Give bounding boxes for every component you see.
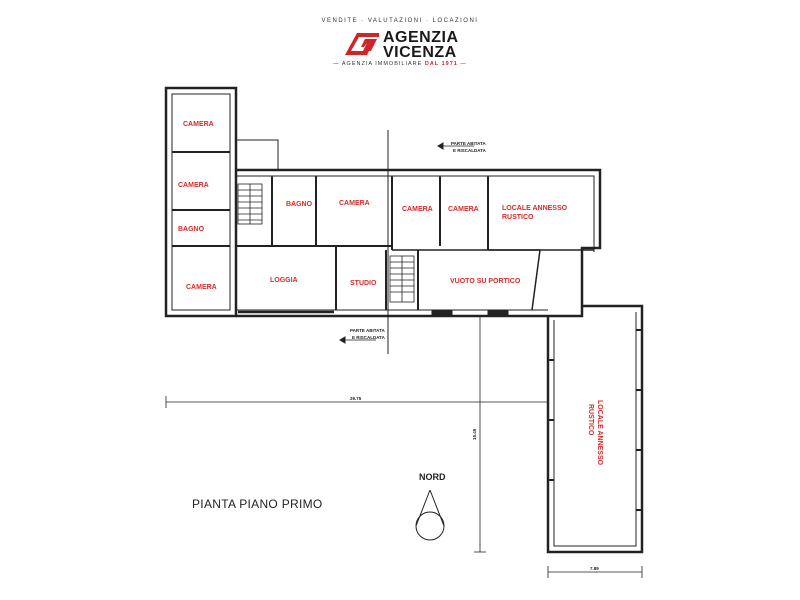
room-label-annesso-side-1: LOCALE ANNESSO [596, 400, 603, 466]
room-label-loggia: LOGGIA [270, 277, 298, 284]
logo-subline-prefix: AGENZIA IMMOBILIARE [341, 61, 423, 67]
agency-logo: VENDITE · VALUTAZIONI · LOCAZIONI AGENZI… [0, 18, 800, 78]
logo-subline-year: DAL 1971 [424, 61, 458, 67]
logo-subline: — AGENZIA IMMOBILIARE DAL 1971 — [333, 61, 467, 67]
north-arrow-icon [415, 489, 445, 541]
note-bottom-line2: E RISCALDATA [352, 335, 386, 340]
room-label-camera-4: CAMERA [339, 200, 370, 207]
dimension-bottom: 7.89 [590, 566, 599, 571]
room-label-annesso-top-1: LOCALE ANNESSO [502, 205, 568, 212]
room-label-bagno-2: BAGNO [286, 201, 313, 208]
logo-name-line2: VICENZA [383, 44, 457, 61]
room-label-bagno-1: BAGNO [178, 226, 205, 233]
logo-tagline: VENDITE · VALUTAZIONI · LOCAZIONI [321, 18, 479, 24]
main-block-outline [236, 168, 602, 318]
room-label-annesso-side-2: RUSTICO [587, 404, 594, 436]
room-label-camera-6: CAMERA [448, 206, 479, 213]
logo-mark-icon [345, 33, 379, 55]
room-label-vuoto: VUOTO SU PORTICO [450, 278, 521, 285]
dimension-vertical: 15.45 [472, 428, 477, 440]
north-label: NORD [419, 472, 446, 482]
note-top-line2: E RISCALDATA [453, 148, 487, 153]
room-label-camera-3: CAMERA [186, 284, 217, 291]
note-bottom-line1: PARTE ABITATA [350, 328, 385, 333]
staircase-left [237, 183, 263, 225]
note-top-line1: PARTE ABITATA [451, 141, 486, 146]
logo-name: AGENZIA VICENZA [383, 29, 459, 61]
room-label-camera-5: CAMERA [402, 206, 433, 213]
room-label-camera-2: CAMERA [178, 182, 209, 189]
annex-outline [546, 304, 644, 554]
staircase-right [389, 255, 415, 303]
logo-name-line1: AGENZIA [383, 29, 459, 46]
room-label-studio: STUDIO [350, 280, 377, 287]
plan-title: PIANTA PIANO PRIMO [192, 497, 323, 511]
dimension-horizontal: 29.75 [350, 396, 362, 401]
room-label-camera-1: CAMERA [183, 121, 214, 128]
room-label-annesso-top-2: RUSTICO [502, 214, 534, 221]
